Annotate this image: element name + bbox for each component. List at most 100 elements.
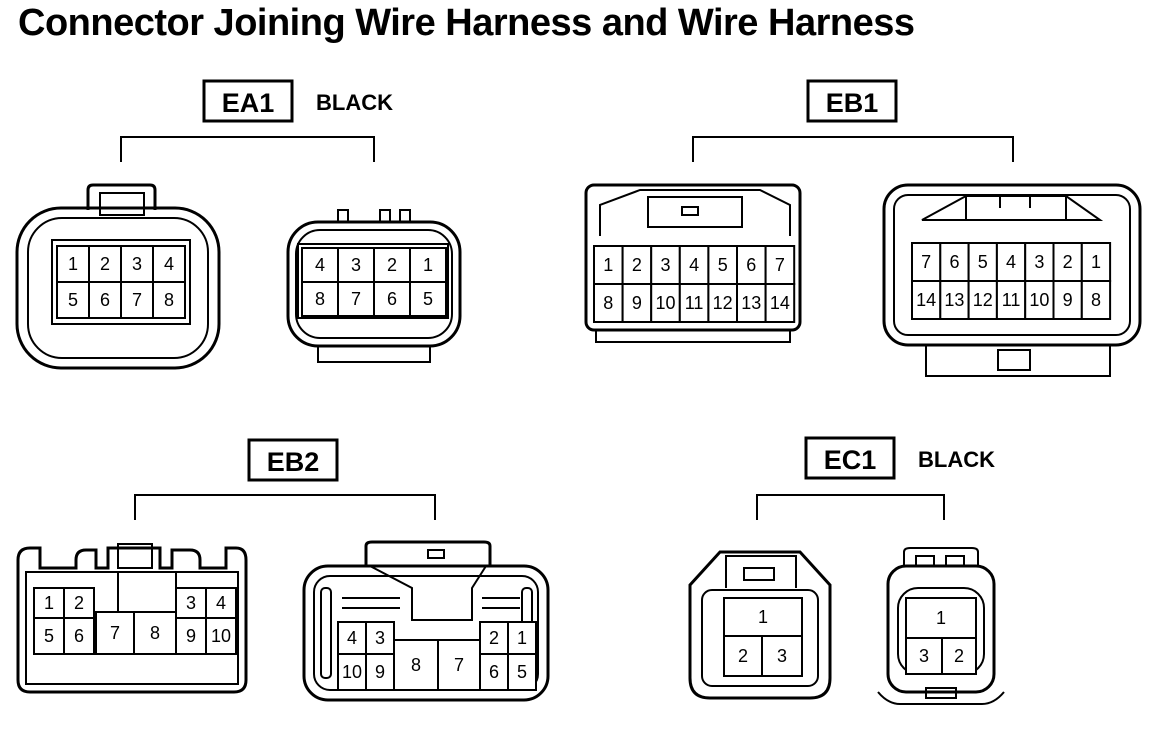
pin-cavity	[507, 653, 537, 691]
pin-number: 9	[375, 662, 385, 682]
pin-cavity	[507, 621, 537, 655]
pin-number: 3	[132, 254, 142, 274]
pin-number: 11	[685, 293, 704, 313]
pin-cavity	[373, 247, 411, 283]
pin-cavity	[205, 617, 237, 655]
pin-number: 4	[1006, 252, 1016, 272]
pin-cavity	[337, 621, 367, 655]
pin-cavity	[941, 637, 977, 675]
pin-number: 8	[315, 289, 325, 309]
pin-cavity	[905, 637, 943, 675]
pin-number: 1	[936, 608, 946, 628]
pin-number: 12	[973, 290, 993, 310]
pin-number: 13	[944, 290, 964, 310]
pin-cavity	[120, 245, 154, 283]
pin-cavity	[409, 247, 447, 283]
pin-cavity	[764, 245, 796, 285]
pin-cavity	[995, 280, 1027, 320]
pin-number: 7	[351, 289, 361, 309]
pin-cavity	[678, 283, 710, 323]
pin-number: 1	[423, 255, 433, 275]
connector-color-ec1: BLACK	[918, 447, 995, 472]
pin-number: 5	[423, 289, 433, 309]
connector-id-eb2: EB2	[267, 447, 320, 477]
connector-ec1-female	[688, 550, 832, 700]
pin-cavity	[621, 283, 653, 323]
pin-cavity	[133, 611, 177, 655]
connector-id-ea1: EA1	[222, 88, 275, 118]
pin-number: 10	[655, 293, 675, 313]
pin-cavity	[205, 587, 237, 619]
pin-cavity	[365, 653, 395, 691]
pin-number: 14	[770, 293, 790, 313]
pin-cavity	[373, 281, 411, 317]
pin-cavity	[152, 281, 186, 319]
pin-number: 4	[689, 255, 699, 275]
pin-number: 3	[660, 255, 670, 275]
pin-number: 10	[211, 626, 231, 646]
pin-number: 1	[758, 607, 768, 627]
pin-number: 4	[164, 254, 174, 274]
pin-cavity	[409, 281, 447, 317]
pin-number: 4	[315, 255, 325, 275]
pin-number: 1	[68, 254, 78, 274]
pin-number: 8	[603, 293, 613, 313]
connector-ea1-male	[286, 209, 462, 363]
pin-number: 2	[632, 255, 642, 275]
pin-number: 2	[1063, 252, 1073, 272]
connector-eb1-male	[882, 183, 1142, 377]
pin-cavity	[337, 281, 375, 317]
pin-number: 5	[718, 255, 728, 275]
pin-number: 7	[775, 255, 785, 275]
pin-number: 5	[44, 626, 54, 646]
pin-number: 2	[387, 255, 397, 275]
pin-number: 6	[387, 289, 397, 309]
pin-number: 2	[954, 646, 964, 666]
pin-cavity	[393, 639, 439, 691]
connector-label-box	[804, 436, 896, 480]
pin-number: 2	[489, 628, 499, 648]
bracket-line	[692, 136, 1014, 162]
pin-number: 1	[517, 628, 527, 648]
pin-cavity	[764, 283, 796, 323]
pin-number: 10	[1029, 290, 1049, 310]
pin-number: 9	[186, 626, 196, 646]
connector-label-box	[247, 438, 339, 482]
pin-cavity	[63, 617, 95, 655]
pin-cavity	[736, 283, 767, 323]
pin-number: 13	[741, 293, 761, 313]
bracket-line	[756, 494, 945, 520]
pin-number: 12	[713, 293, 733, 313]
pin-number: 4	[216, 593, 226, 613]
pin-number: 5	[517, 662, 527, 682]
pin-cavity	[63, 587, 95, 619]
pin-number: 1	[1091, 252, 1101, 272]
bracket-line	[134, 494, 436, 520]
pin-number: 9	[632, 293, 642, 313]
pin-cavity	[95, 611, 135, 655]
pin-number: 3	[1034, 252, 1044, 272]
pin-cavity	[56, 281, 90, 319]
pin-number: 6	[489, 662, 499, 682]
pin-number: 7	[132, 290, 142, 310]
page-title: Connector Joining Wire Harness and Wire …	[18, 2, 915, 44]
pin-number: 2	[738, 646, 748, 666]
connector-label-box	[806, 79, 898, 123]
pin-cavity	[723, 597, 803, 637]
pin-number: 2	[74, 593, 84, 613]
pin-cavity	[905, 597, 977, 639]
pin-cavity	[650, 283, 681, 323]
pin-number: 6	[746, 255, 756, 275]
pin-number: 1	[44, 593, 54, 613]
